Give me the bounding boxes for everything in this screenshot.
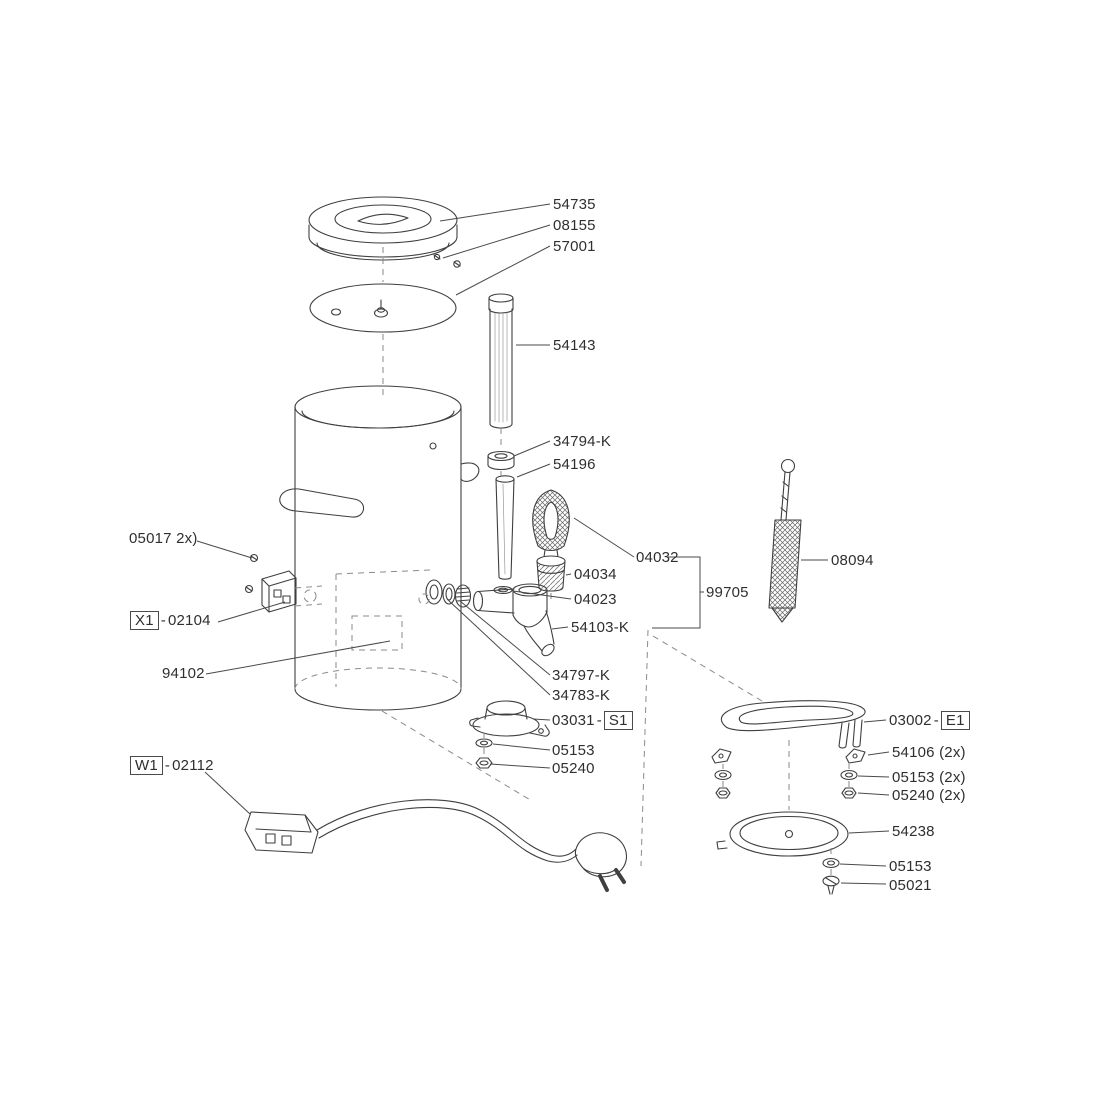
cleaning-brush-drawing — [768, 458, 802, 623]
bottom-screw-drawing — [822, 875, 840, 895]
part-label-element-clips: 54106 (2x) — [892, 744, 966, 761]
part-label-bottom-screw: 05021 — [889, 877, 932, 894]
ref-box-e1: E1 — [940, 711, 970, 730]
body-drawing — [279, 385, 480, 711]
tap-nuts-drawing — [425, 579, 472, 608]
inner-lid-drawing — [309, 283, 457, 333]
thermostat-washer-drawing — [475, 738, 493, 748]
part-label-tap-group: 99705 — [706, 584, 749, 601]
part-label-riser-tube: 54143 — [553, 337, 596, 354]
part-label-tap: 54103-K — [571, 619, 630, 636]
part-label-lid: 54735 — [553, 196, 596, 213]
bottom-washer-drawing — [822, 857, 840, 869]
ref-box-w1: W1 — [130, 756, 163, 775]
part-label-heating-element: 03002-E1 — [889, 711, 970, 730]
part-label-body: 94102 — [162, 665, 205, 682]
part-label-gauge-glass: 54196 — [553, 456, 596, 473]
part-label-bottom-plate: 54238 — [892, 823, 935, 840]
part-label-tube-fitting: 34794-K — [553, 433, 612, 450]
heating-element-drawing — [720, 700, 866, 749]
dash: - — [596, 711, 602, 729]
tap-drawing — [472, 583, 555, 657]
part-label-valve-piston: 04034 — [574, 566, 617, 583]
element-clips-drawing — [711, 748, 866, 764]
part-number: 02104 — [167, 611, 211, 629]
part-label-tap-nut: 34797-K — [552, 667, 611, 684]
part-label-thermostat: 03031-S1 — [552, 711, 633, 730]
part-label-screws-05017: 05017 2x) — [129, 530, 198, 547]
part-label-valve-group: 04032 — [636, 549, 679, 566]
dash: - — [160, 611, 166, 629]
part-label-inner-lid: 57001 — [553, 238, 596, 255]
lid-screws-drawing — [433, 253, 461, 268]
power-cord-drawing — [244, 799, 627, 892]
construction-lines — [294, 247, 850, 875]
tube-fitting-drawing — [487, 450, 515, 471]
part-label-power-cord: W1-02112 — [130, 756, 214, 775]
thermostat-drawing — [469, 700, 550, 737]
part-label-lid-screw: 08155 — [553, 217, 596, 234]
part-label-nut-05240: 05240 — [552, 760, 595, 777]
ref-box-s1: S1 — [603, 711, 633, 730]
part-label-element-washers: 05153 (2x) — [892, 769, 966, 786]
x1-connector-drawing — [244, 553, 297, 613]
part-label-cleaning-brush: 08094 — [831, 552, 874, 569]
leader-lines — [196, 203, 890, 885]
riser-tube-drawing — [488, 293, 514, 429]
part-number: 03031 — [552, 711, 595, 729]
part-number: 02112 — [172, 756, 214, 774]
part-label-washer-05153: 05153 — [552, 742, 595, 759]
thermostat-nut-drawing — [475, 757, 493, 769]
dash: - — [933, 711, 939, 729]
tap-knob-drawing — [532, 489, 570, 558]
element-nuts-drawing — [715, 787, 857, 799]
part-label-seal-ring: 04023 — [574, 591, 617, 608]
part-label-x1-connector: X1-02104 — [130, 611, 211, 630]
gauge-glass-drawing — [495, 475, 515, 580]
part-number: 03002 — [889, 711, 932, 729]
part-label-bottom-washer: 05153 — [889, 858, 932, 875]
part-label-element-nuts: 05240 (2x) — [892, 787, 966, 804]
element-washers-drawing — [714, 769, 858, 781]
dash: - — [164, 756, 171, 774]
bottom-plate-drawing — [716, 811, 849, 857]
ref-box-x1: X1 — [130, 611, 159, 630]
valve-piston-drawing — [536, 555, 566, 592]
part-label-tap-washer: 34783-K — [552, 687, 611, 704]
